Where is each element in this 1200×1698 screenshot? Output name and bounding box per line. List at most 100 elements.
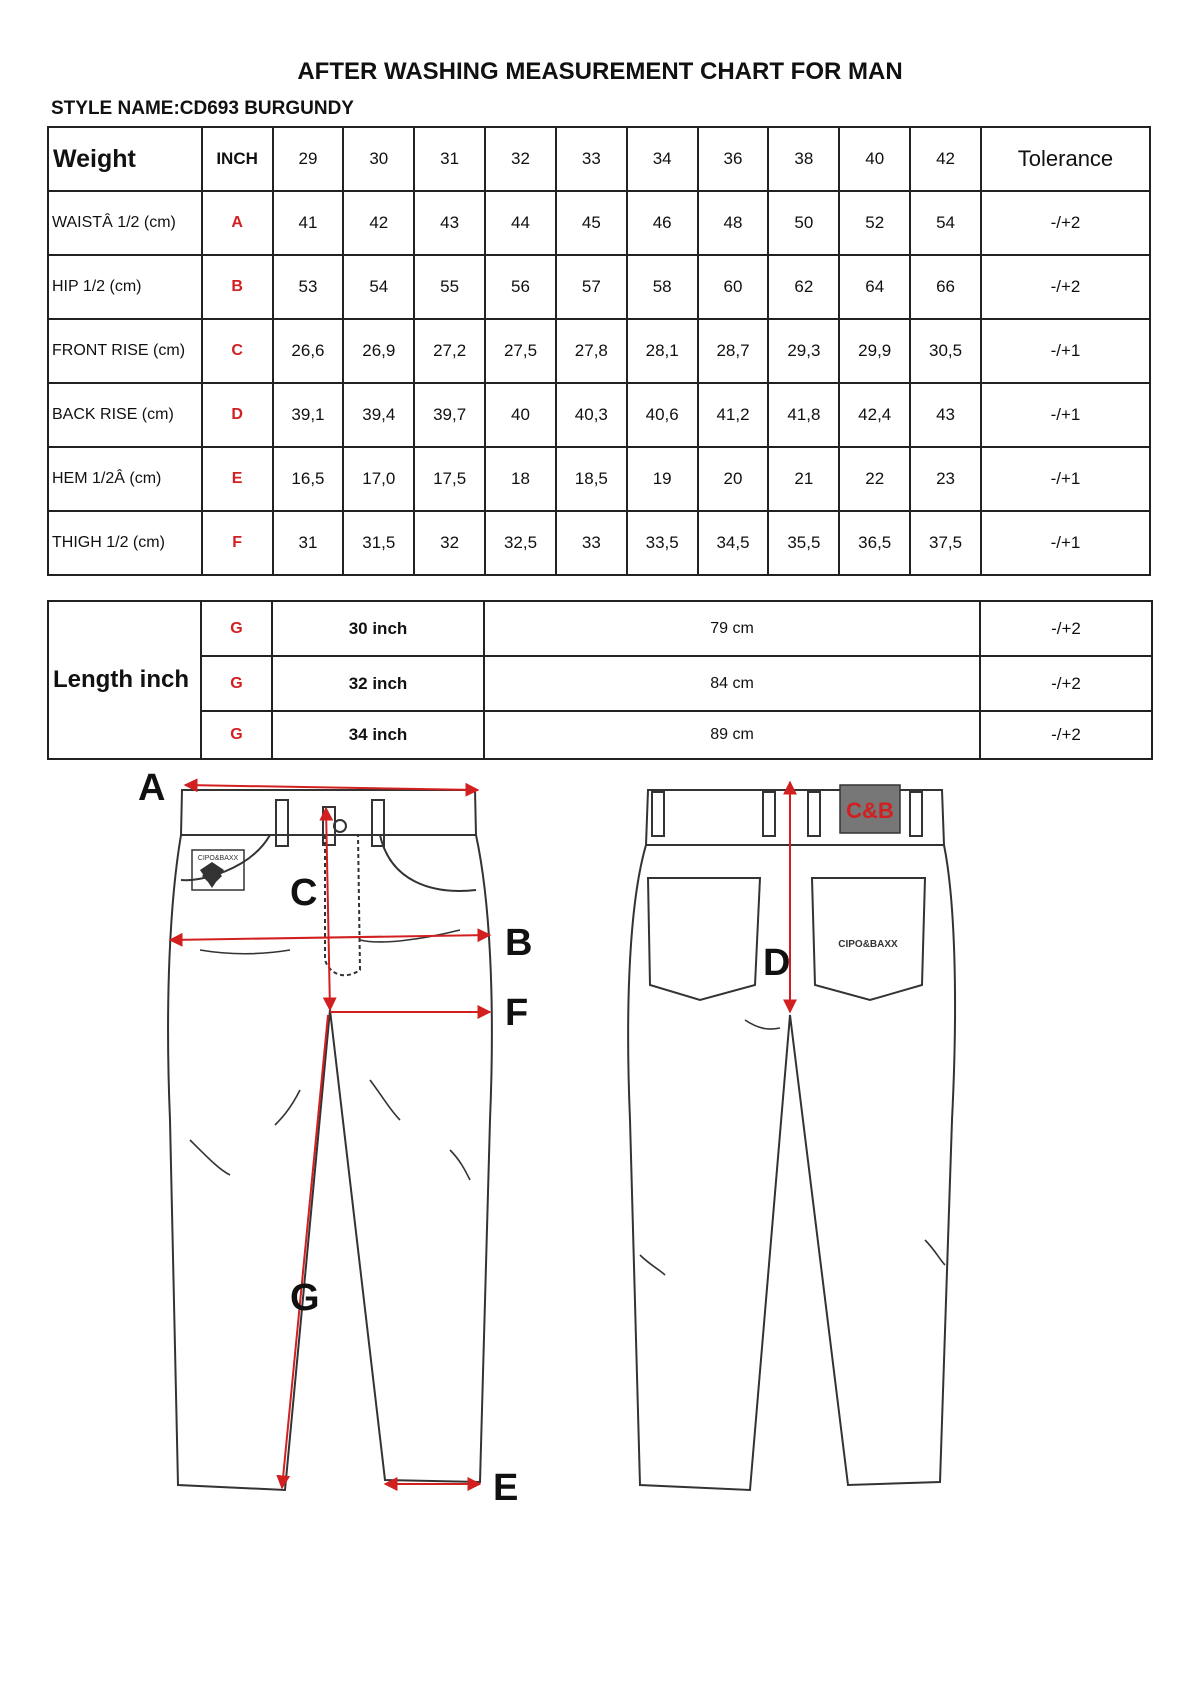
back-belt-loop xyxy=(651,791,665,837)
table-row: G 34 inch 89 cm -/+2 xyxy=(48,710,1153,760)
table-cell: 41,8 xyxy=(767,382,841,448)
size-header: 31 xyxy=(413,126,487,192)
length-inch-cell: 34 inch xyxy=(271,710,485,760)
tolerance-cell: -/+1 xyxy=(979,318,1152,384)
row-code: E xyxy=(200,446,274,512)
table-cell: 42,4 xyxy=(838,382,912,448)
table-cell: 18,5 xyxy=(554,446,628,512)
table-cell: 48 xyxy=(696,190,770,256)
tolerance-cell: -/+1 xyxy=(979,446,1152,512)
tolerance-cell: -/+2 xyxy=(979,600,1153,657)
front-patch-text: CIPO&BAXX xyxy=(198,855,239,862)
back-patch-text: C&B xyxy=(846,798,894,823)
table-cell: 57 xyxy=(554,254,628,320)
table-cell: 32 xyxy=(413,510,487,576)
table-cell: 33,5 xyxy=(625,510,699,576)
table-cell: 41,2 xyxy=(696,382,770,448)
size-header: 34 xyxy=(625,126,699,192)
arrow-g xyxy=(276,1014,329,1490)
table-cell: 39,7 xyxy=(413,382,487,448)
row-code: B xyxy=(200,254,274,320)
back-pocket-left xyxy=(646,877,762,1002)
table-cell: 17,0 xyxy=(342,446,416,512)
table-row: Length inch G 30 inch 79 cm -/+2 xyxy=(47,600,1153,760)
tolerance-cell: -/+1 xyxy=(979,382,1152,448)
row-code: F xyxy=(200,510,274,576)
table-cell: 35,5 xyxy=(767,510,841,576)
front-patch-logo xyxy=(200,862,224,888)
table-cell: 40 xyxy=(484,382,557,448)
size-header: 38 xyxy=(767,126,841,192)
table-cell: 28,7 xyxy=(696,318,770,384)
table-cell: 40,3 xyxy=(554,382,628,448)
table-row: HEM 1/2Â (cm) E 16,5 17,0 17,5 18 18,5 1… xyxy=(47,446,1152,512)
back-belt-loop xyxy=(909,791,923,837)
style-name: STYLE NAME:CD693 BURGUNDY xyxy=(51,98,354,119)
front-jeans-drawing xyxy=(167,789,493,1492)
row-label: WAISTÂ 1/2 (cm) xyxy=(47,190,203,256)
table-row: THIGH 1/2 (cm) F 31 31,5 32 32,5 33 33,5… xyxy=(47,510,1152,576)
table-row: WAISTÂ 1/2 (cm) A 41 42 43 44 45 46 48 5… xyxy=(47,190,1152,256)
table-cell: 54 xyxy=(909,190,982,256)
table-cell: 41 xyxy=(271,190,345,256)
table-cell: 36,5 xyxy=(838,510,912,576)
table-cell: 29,3 xyxy=(767,318,841,384)
table-cell: 19 xyxy=(625,446,699,512)
letter-f: F xyxy=(505,992,528,1034)
length-label: Length inch xyxy=(47,600,202,760)
front-patch: CIPO&BAXX xyxy=(191,849,245,891)
table-cell: 16,5 xyxy=(271,446,345,512)
size-header: 32 xyxy=(484,126,557,192)
table-cell: 21 xyxy=(767,446,841,512)
size-header: 29 xyxy=(271,126,345,192)
back-patch: C&B xyxy=(839,784,901,834)
front-patch-frame xyxy=(191,849,245,891)
table-cell: 58 xyxy=(625,254,699,320)
size-header: 30 xyxy=(342,126,416,192)
table-cell: 52 xyxy=(838,190,912,256)
tolerance-cell: -/+2 xyxy=(979,190,1152,256)
row-label: HEM 1/2Â (cm) xyxy=(47,446,203,512)
tolerance-cell: -/+2 xyxy=(979,254,1152,320)
front-belt-loop xyxy=(275,799,289,847)
letter-c: C xyxy=(290,872,317,914)
row-label: FRONT RISE (cm) xyxy=(47,318,203,384)
table-header-row: Weight INCH 29 30 31 32 33 34 36 38 40 4… xyxy=(47,126,1152,192)
table-row: G 32 inch 84 cm -/+2 xyxy=(48,655,1153,712)
table-cell: 54 xyxy=(342,254,416,320)
table-cell: 39,1 xyxy=(271,382,345,448)
table-cell: 26,9 xyxy=(342,318,416,384)
front-pocket-left xyxy=(180,834,271,882)
back-belt-loop xyxy=(762,791,776,837)
size-header: 36 xyxy=(696,126,770,192)
length-cm-cell: 79 cm xyxy=(483,600,981,657)
table-cell: 18 xyxy=(484,446,557,512)
back-pocket-text: CIPO&BAXX xyxy=(838,939,898,950)
table-cell: 27,8 xyxy=(554,318,628,384)
measurement-table: Weight INCH 29 30 31 32 33 34 36 38 40 4… xyxy=(47,126,1152,576)
table-cell: 66 xyxy=(909,254,982,320)
table-cell: 31,5 xyxy=(342,510,416,576)
tolerance-cell: -/+2 xyxy=(979,710,1153,760)
letter-g: G xyxy=(290,1277,320,1319)
row-code: G xyxy=(200,600,273,657)
front-fly xyxy=(324,834,362,977)
size-header: 33 xyxy=(554,126,628,192)
row-code: D xyxy=(200,382,274,448)
front-belt-loop xyxy=(371,799,385,847)
arrow-b xyxy=(168,928,492,947)
back-patch-frame xyxy=(839,784,901,834)
back-outline xyxy=(627,844,957,1492)
letter-a: A xyxy=(138,767,165,809)
table-cell: 56 xyxy=(484,254,557,320)
table-cell: 22 xyxy=(838,446,912,512)
table-cell: 31 xyxy=(271,510,345,576)
jeans-measurement-illustration: CIPO&BAXX A B C E F G C&B CIPO&BAXX D xyxy=(138,767,957,1509)
table-cell: 30,5 xyxy=(909,318,982,384)
row-code: G xyxy=(200,655,273,712)
table-cell: 39,4 xyxy=(342,382,416,448)
length-cm-cell: 84 cm xyxy=(483,655,981,712)
table-cell: 46 xyxy=(625,190,699,256)
table-cell: 20 xyxy=(696,446,770,512)
table-row: BACK RISE (cm) D 39,1 39,4 39,7 40 40,3 … xyxy=(47,382,1152,448)
